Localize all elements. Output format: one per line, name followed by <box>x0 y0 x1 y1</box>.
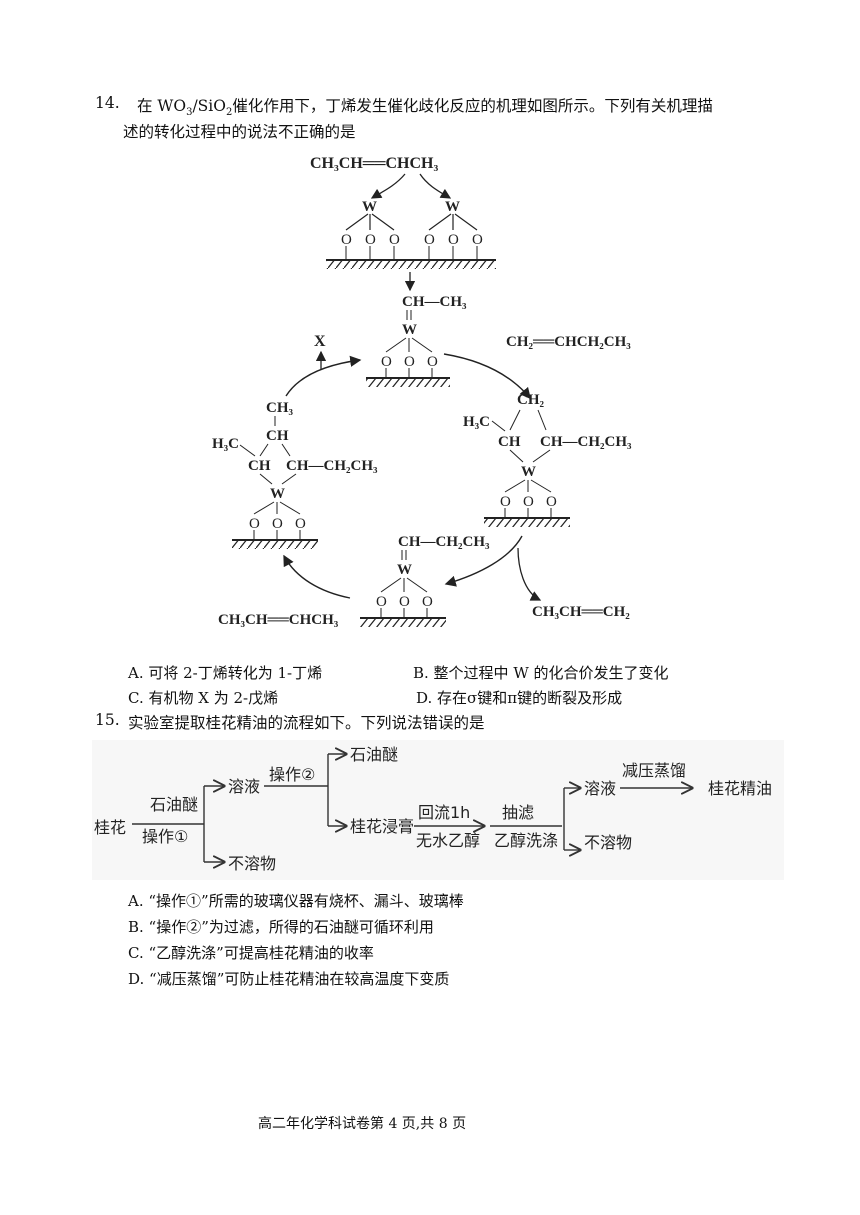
flow-step1-bottom: 操作① <box>142 827 188 846</box>
svg-text:CH: CH <box>248 458 271 474</box>
q15-option-b: B. “操作②”为过滤，所得的石油醚可循环利用 <box>128 918 434 936</box>
svg-text:CH: CH <box>266 428 289 444</box>
svg-text:W: W <box>397 562 412 578</box>
svg-text:W: W <box>362 199 377 215</box>
flow-insoluble1: 不溶物 <box>228 854 276 873</box>
question-15-stem: 实验室提取桂花精油的流程如下。下列说法错误的是 <box>128 714 485 732</box>
mechanism-diagram: CH₃CH══CHCH₃ W O O O W O O O CH—CH₃ W <box>212 155 632 628</box>
top-left-catalyst: W O O O <box>341 199 400 260</box>
flow-product: 桂花精油 <box>708 779 772 798</box>
svg-text:O: O <box>341 232 352 248</box>
svg-text:H₃C: H₃C <box>212 436 239 452</box>
center-catalyst: CH—CH₃ W O O O <box>366 294 467 387</box>
bottom-catalyst: CH—CH₂CH₃ W O O O <box>360 534 490 627</box>
question-15-number: 15. <box>95 711 120 729</box>
svg-text:O: O <box>389 232 400 248</box>
left-ring-intermediate: CH₃ CH H₃C CH CH—CH₂CH₃ W O O O <box>212 400 378 549</box>
q14-option-a: A. 可将 2-丁烯转化为 1-丁烯 <box>128 664 323 682</box>
flow-solution2: 溶液 <box>584 779 616 798</box>
svg-text:O: O <box>381 354 392 370</box>
svg-text:O: O <box>523 494 534 510</box>
svg-text:W: W <box>270 486 285 502</box>
svg-text:CH—CH₃: CH—CH₃ <box>402 294 467 310</box>
svg-text:O: O <box>546 494 557 510</box>
svg-text:CH—CH₂CH₃: CH—CH₂CH₃ <box>540 434 632 450</box>
flow-filter-bottom: 乙醇洗涤 <box>494 831 558 850</box>
svg-text:W: W <box>445 199 460 215</box>
q15-option-d: D. “减压蒸馏”可防止桂花精油在较高温度下变质 <box>128 970 450 988</box>
svg-text:O: O <box>424 232 435 248</box>
bottom-right-product: CH₃CH══CH₂ <box>532 604 630 620</box>
question-14-number: 14. <box>95 94 120 112</box>
svg-text:O: O <box>249 516 260 532</box>
svg-text:W: W <box>521 464 536 480</box>
flow-insoluble2: 不溶物 <box>584 833 632 852</box>
svg-text:O: O <box>422 594 433 610</box>
svg-text:O: O <box>500 494 511 510</box>
right-ring-intermediate: CH₂ H₃C CH CH—CH₂CH₃ W O O O <box>463 392 632 527</box>
q14-option-b: B. 整个过程中 W 的化合价发生了变化 <box>413 664 669 682</box>
q14-option-c: C. 有机物 X 为 2-戊烯 <box>128 689 279 707</box>
flow-op2: 操作② <box>269 765 315 784</box>
svg-text:CH—CH₂CH₃: CH—CH₂CH₃ <box>286 458 378 474</box>
flow-start: 桂花 <box>94 818 126 837</box>
flow-distill: 减压蒸馏 <box>622 761 686 780</box>
svg-text:CH₂: CH₂ <box>517 392 545 408</box>
flow-reflux-bottom: 无水乙醇 <box>416 831 480 850</box>
q15-option-a: A. “操作①”所需的玻璃仪器有烧杯、漏斗、玻璃棒 <box>128 892 464 910</box>
top-reactant: CH₃CH══CHCH₃ <box>310 155 438 172</box>
svg-text:O: O <box>399 594 410 610</box>
svg-text:O: O <box>376 594 387 610</box>
right-reactant: CH₂══CHCH₂CH₃ <box>506 334 631 350</box>
q14-option-d: D. 存在σ键和π键的断裂及形成 <box>416 689 623 707</box>
page-footer: 高二年化学科试卷第 4 页,共 8 页 <box>258 1116 467 1132</box>
x-label: X <box>314 333 326 350</box>
svg-text:O: O <box>295 516 306 532</box>
svg-text:H₃C: H₃C <box>463 414 490 430</box>
svg-text:O: O <box>427 354 438 370</box>
svg-text:O: O <box>448 232 459 248</box>
flow-solution1: 溶液 <box>228 777 260 796</box>
question-14-stem-line1: 在 WO3/SiO2催化作用下，丁烯发生催化歧化反应的机理如图所示。下列有关机理… <box>137 97 713 119</box>
question-14-stem-line2: 述的转化过程中的说法不正确的是 <box>123 123 356 141</box>
extraction-flowchart: 桂花 石油醚 操作① 溶液 不溶物 操作② 石油醚 桂花浸膏 回流1h 无水乙醇… <box>92 740 784 880</box>
flow-petroleum-ether: 石油醚 <box>350 745 398 764</box>
flow-reflux-top: 回流1h <box>418 803 470 822</box>
flow-extract: 桂花浸膏 <box>350 817 414 836</box>
flow-step1-top: 石油醚 <box>150 795 198 814</box>
svg-text:CH₃: CH₃ <box>266 400 294 416</box>
bottom-left-reactant: CH₃CH══CHCH₃ <box>218 612 339 628</box>
top-right-catalyst: W O O O <box>424 199 483 260</box>
svg-text:W: W <box>402 322 417 338</box>
svg-text:O: O <box>365 232 376 248</box>
svg-text:O: O <box>272 516 283 532</box>
svg-text:O: O <box>404 354 415 370</box>
flow-filter-top: 抽滤 <box>502 803 534 822</box>
svg-text:O: O <box>472 232 483 248</box>
q15-option-c: C. “乙醇洗涤”可提高桂花精油的收率 <box>128 944 374 962</box>
svg-text:CH—CH₂CH₃: CH—CH₂CH₃ <box>398 534 490 550</box>
svg-text:CH: CH <box>498 434 521 450</box>
